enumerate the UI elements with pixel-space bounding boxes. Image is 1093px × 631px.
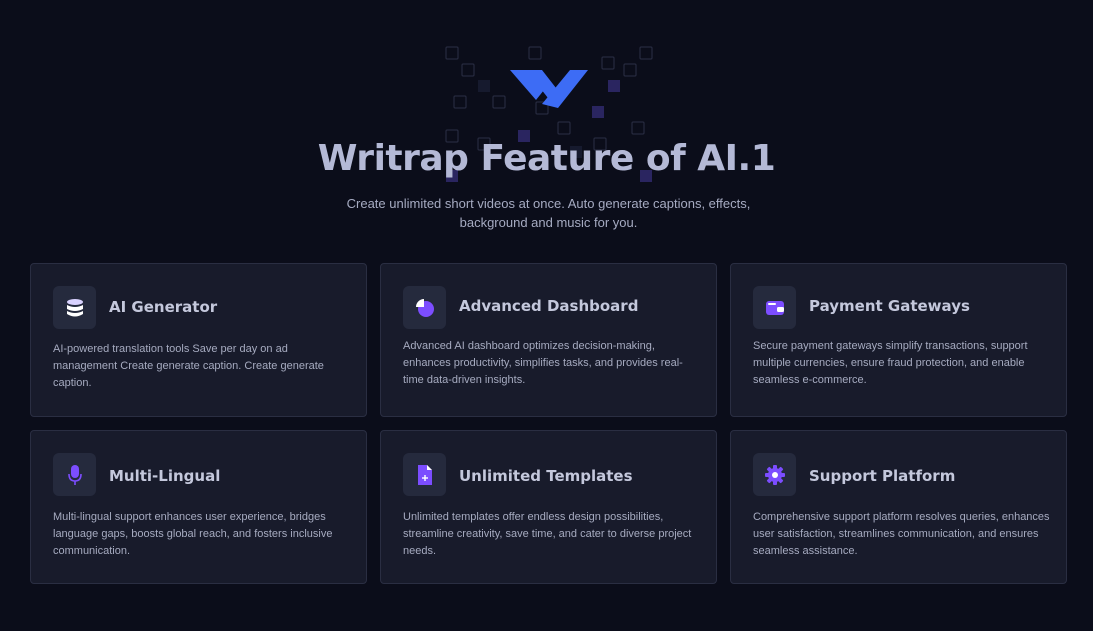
feature-icon-box: [53, 453, 96, 496]
pie-chart-icon: [415, 298, 434, 317]
feature-card-unlimited-templates[interactable]: Unlimited Templates Unlimited templates …: [380, 430, 717, 584]
feature-icon-box: [753, 286, 796, 329]
writrap-logo: [510, 70, 588, 108]
feature-icon-box: [753, 453, 796, 496]
feature-card-support-platform[interactable]: Support Platform Comprehensive support p…: [730, 430, 1067, 584]
feature-description: Unlimited templates offer endless design…: [403, 511, 692, 557]
feature-title: Multi-Lingual: [109, 467, 221, 485]
gear-icon: [764, 464, 785, 485]
feature-card-ai-generator[interactable]: AI Generator AI-powered translation tool…: [30, 263, 367, 417]
feature-description: Comprehensive support platform resolves …: [753, 511, 1050, 557]
page-subtitle: Create unlimited short videos at once. A…: [346, 196, 751, 230]
feature-card-multi-lingual[interactable]: Multi-Lingual Multi-lingual support enha…: [30, 430, 367, 584]
document-add-icon: [417, 464, 432, 485]
feature-title: Advanced Dashboard: [459, 297, 639, 315]
feature-description: Advanced AI dashboard optimizes decision…: [403, 340, 683, 386]
feature-description: Multi-lingual support enhances user expe…: [53, 511, 333, 557]
feature-icon-box: [53, 286, 96, 329]
feature-description: Secure payment gateways simplify transac…: [753, 340, 1028, 386]
feature-icon-box: [403, 286, 446, 329]
page-title: Writrap Feature of AI.1: [317, 138, 776, 179]
feature-card-payment-gateways[interactable]: Payment Gateways Secure payment gateways…: [730, 263, 1067, 417]
feature-card-advanced-dashboard[interactable]: Advanced Dashboard Advanced AI dashboard…: [380, 263, 717, 417]
wallet-icon: [765, 300, 784, 315]
feature-description: AI-powered translation tools Save per da…: [53, 343, 324, 389]
feature-title: Unlimited Templates: [459, 467, 633, 485]
database-icon: [66, 298, 83, 316]
microphone-icon: [67, 464, 82, 485]
feature-title: AI Generator: [109, 298, 218, 316]
feature-title: Support Platform: [809, 467, 956, 485]
feature-title: Payment Gateways: [809, 297, 970, 315]
feature-icon-box: [403, 453, 446, 496]
